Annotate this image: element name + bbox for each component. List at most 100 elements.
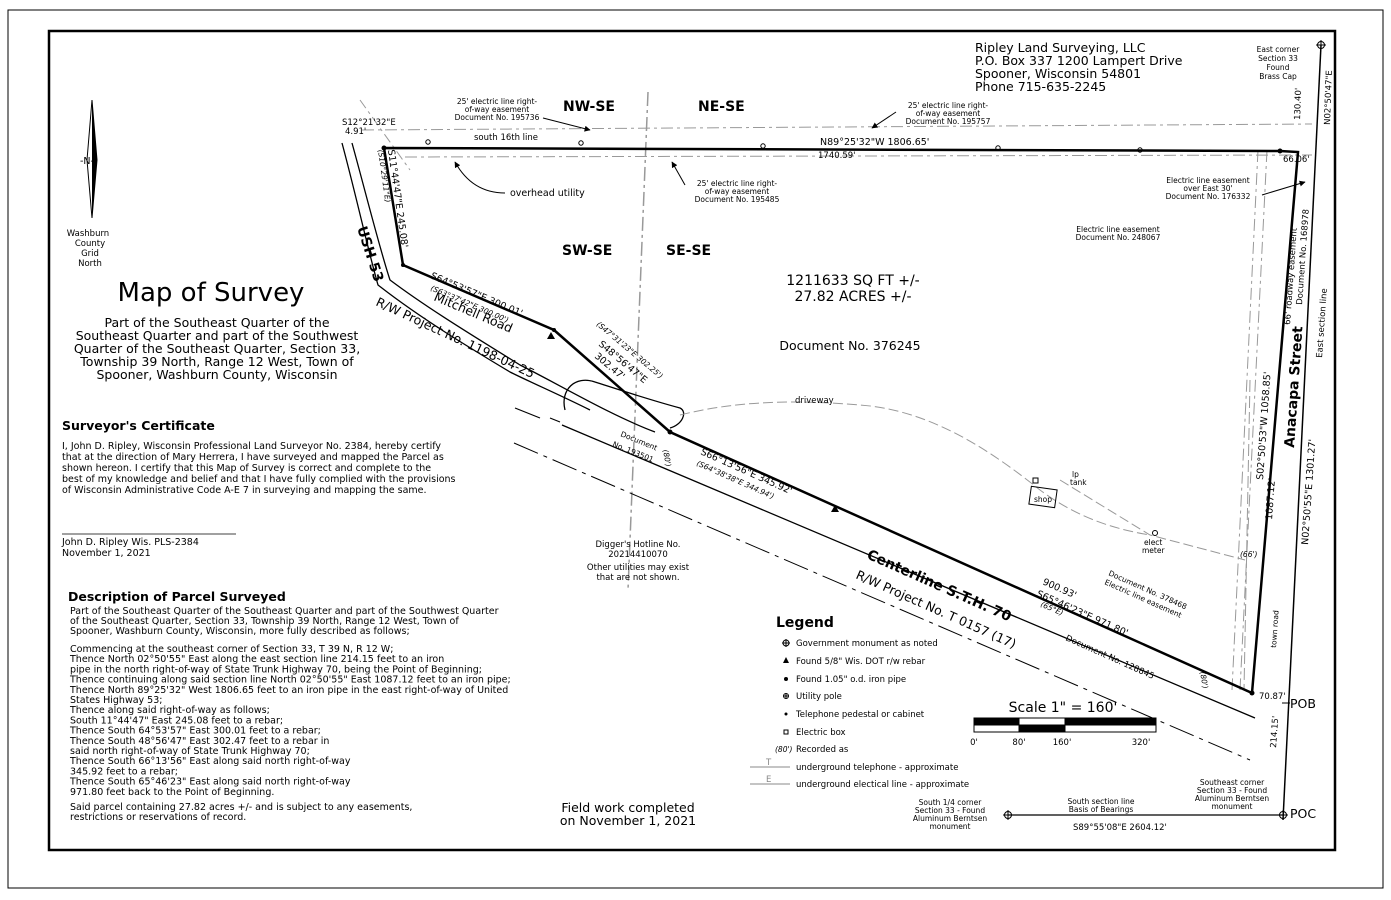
rec-80-a: (80') [661, 449, 673, 468]
field-work-2: on November 1, 2021 [560, 813, 696, 828]
signature-name: John D. Ripley Wis. PLS-2384 [61, 537, 199, 548]
bearing-east: N02°50'55"E 1301.27' [1300, 439, 1318, 546]
s-quarter-note-2: Section 33 - Found [915, 806, 985, 815]
description-heading: Description of Parcel Surveyed [68, 589, 286, 604]
scale-tick-160: 160' [1053, 738, 1072, 748]
east-corner-note-1: East corner [1257, 45, 1301, 54]
underground-electric-line [1059, 479, 1246, 561]
monument-s-quarter [1003, 810, 1013, 820]
firm-city: Spooner, Wisconsin 54801 [975, 66, 1141, 81]
description-closing-2: restrictions or reservations of record. [70, 812, 246, 823]
shop-label: shop [1034, 495, 1052, 504]
basis-note-1: South section line [1067, 797, 1134, 806]
overhead-arrow [454, 161, 506, 194]
bearing-north-part: 1740.59' [818, 151, 856, 161]
scale-tick-320: 320' [1132, 738, 1151, 748]
certificate-line-2: that at the direction of Mary Herrera, I… [62, 452, 444, 463]
monument-east-corner [1316, 40, 1326, 50]
easement-e4-arrow [1261, 180, 1306, 196]
diggers-3: Other utilities may exist [587, 563, 690, 573]
description-line: Thence continuing along said section lin… [69, 675, 511, 686]
sheet-outer-border [7, 9, 1384, 889]
monument-se-corner [1278, 810, 1288, 820]
description-body: Commencing at the southeast corner of Se… [69, 644, 511, 798]
quarter-sw-se: SW-SE [562, 243, 612, 259]
dot-rebar-marker-2 [547, 332, 555, 339]
elect-meter-marker [1152, 530, 1158, 536]
area-sqft: 1211633 SQ FT +/- [786, 273, 919, 289]
bearing-nw-tie-1: S12°21'32"E [342, 118, 396, 128]
certificate-line-4: best of my knowledge and belief and that… [62, 474, 456, 485]
description-line: 345.92 feet to a rebar; [70, 766, 178, 777]
legend-recorded-sample: (80') [775, 745, 793, 754]
poc-label: POC [1290, 806, 1316, 821]
sixteenth-line-lower [404, 154, 1313, 158]
subtitle-4: Township 39 North, Range 12 West, Town o… [79, 354, 354, 369]
label-driveway: driveway [795, 396, 834, 406]
description-closing-1: Said parcel containing 27.82 acres +/- a… [70, 802, 412, 813]
svg-text:T: T [765, 758, 772, 768]
doc-128845: Document No. 128845 [1064, 634, 1156, 682]
subtitle-1: Part of the Southeast Quarter of the [104, 315, 329, 330]
easement-e4-3: Document No. 176332 [1166, 192, 1251, 201]
description-line: Thence South 65°46'23" East along said n… [69, 777, 351, 788]
description-line: said north right-of-way of State Trunk H… [70, 746, 310, 757]
bearing-pob-dist: 70.87' [1259, 692, 1286, 702]
legend-item-8: underground telephone - approximate [796, 763, 958, 773]
legend-item-1: Government monument as noted [796, 639, 938, 649]
legend-symbol-rebar [783, 657, 789, 663]
east-top-bearing: N02°50'47"E [1323, 70, 1335, 125]
label-south-16th: south 16th line [474, 133, 538, 143]
subtitle-2: Southeast Quarter and part of the Southw… [76, 328, 359, 343]
firm-name: Ripley Land Surveying, LLC [975, 40, 1146, 55]
easement-e2-2: of-way easement [916, 109, 980, 118]
legend-symbol-telephone: T [750, 758, 790, 768]
easement-e3-3: Document No. 195485 [695, 195, 780, 204]
bearing-east-tie: 214.15' [1269, 715, 1281, 748]
legend-item-6: Electric box [796, 728, 846, 738]
driveway-curve [563, 379, 685, 429]
bearing-east-inner: 1087.12' [1264, 478, 1278, 521]
firm-phone: Phone 715-635-2245 [975, 79, 1106, 94]
legend-item-9: underground electical line - approximate [796, 780, 969, 790]
easement-e1-arrow [542, 117, 591, 132]
rebar-3 [667, 429, 673, 435]
bearing-north-right: 66.06' [1283, 155, 1310, 165]
subtitle-3: Quarter of the Southeast Quarter, Sectio… [74, 341, 360, 356]
sth70-short-dash-2 [549, 417, 561, 423]
driveway-path [679, 401, 1151, 536]
certificate-line-3: shown hereon. I certify that this Map of… [62, 463, 431, 474]
rec-80-b: (80') [1198, 671, 1210, 690]
east-top-dist: 130.40' [1293, 88, 1304, 120]
sheet-inner-border [47, 29, 1337, 852]
scale-tick-80: 80' [1012, 738, 1025, 748]
quarter-se-se: SE-SE [666, 243, 711, 259]
description-intro-2: of the Southeast Quarter, Section 33, To… [70, 616, 459, 627]
diggers-1: Digger's Hotline No. [596, 540, 681, 550]
rebar-2 [552, 328, 556, 332]
north-caption-4: North [78, 259, 102, 269]
electric-box-marker [1032, 477, 1039, 484]
quarter-line [627, 91, 649, 591]
area-acres: 27.82 ACRES +/- [794, 289, 911, 305]
sth70-short-dash [514, 407, 541, 419]
s-quarter-note-3: Aluminum Berntsen [913, 814, 987, 823]
rebar-1 [401, 263, 405, 267]
east-easement-line [1239, 149, 1268, 691]
description-line: Thence South 64°53'57" East 300.01 feet … [69, 726, 321, 737]
subtitle-5: Spooner, Washburn County, Wisconsin [96, 367, 337, 382]
east-corner-note-3: Found [1267, 63, 1290, 72]
description-line: Thence North 89°25'32" West 1806.65 feet… [69, 685, 508, 696]
pob-label: POB [1290, 696, 1316, 711]
parcel-boundary [382, 146, 1300, 695]
easement-e1-1: 25' electric line right- [457, 97, 538, 106]
north-caption-3: Grid [81, 249, 99, 259]
description-line: South 11°44'47" East 245.08 feet to a re… [70, 715, 283, 726]
east-corner-note-4: Brass Cap [1259, 72, 1297, 81]
se-corner-note-3: Aluminum Berntsen [1195, 794, 1269, 803]
svg-text:E: E [766, 775, 771, 785]
se-corner-note-2: Section 33 - Found [1197, 786, 1267, 795]
legend-symbol-monument [782, 639, 790, 647]
field-work-1: Field work completed [561, 800, 694, 815]
legend-item-4: Utility pole [796, 692, 842, 702]
